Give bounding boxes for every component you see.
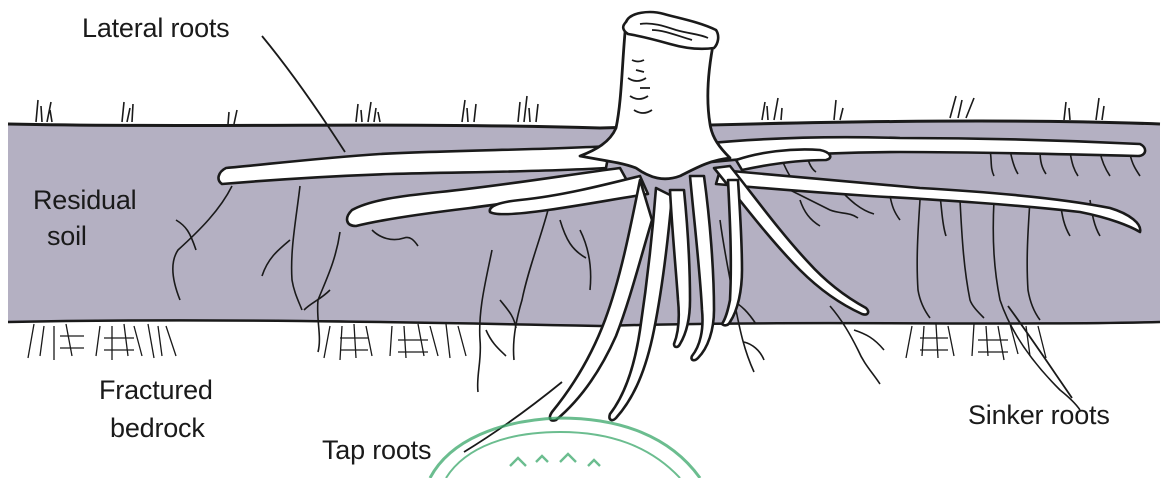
label-fractured-bedrock-line1: Fractured: [99, 376, 213, 405]
leader-tap-roots: [464, 382, 562, 452]
label-residual-soil-line1: Residual: [33, 186, 136, 215]
label-residual-soil-line2: soil: [47, 222, 87, 251]
label-fractured-bedrock-line2: bedrock: [110, 414, 205, 443]
label-lateral-roots: Lateral roots: [82, 14, 229, 43]
label-sinker-roots: Sinker roots: [968, 401, 1110, 430]
label-tap-roots: Tap roots: [322, 436, 431, 465]
grass-tufts: [36, 96, 1104, 124]
tree-stump: [580, 12, 730, 179]
bedrock-fractures: [28, 324, 1046, 360]
